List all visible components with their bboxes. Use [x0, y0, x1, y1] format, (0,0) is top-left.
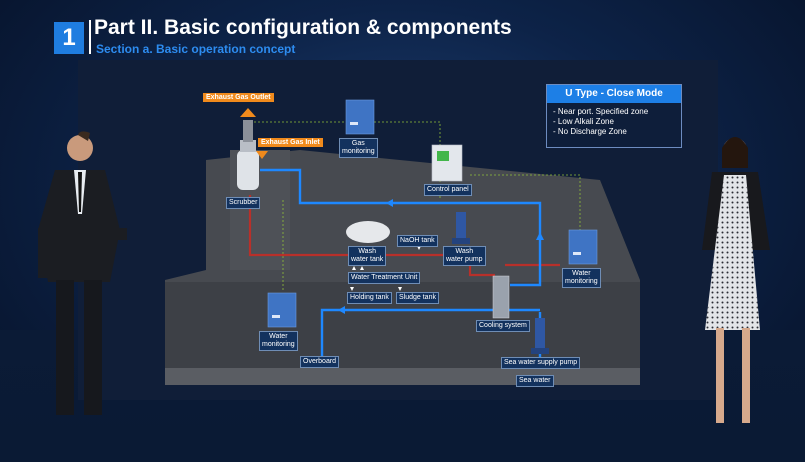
- mode-info-box: U Type - Close Mode - Near port. Specifi…: [546, 84, 682, 148]
- mode-title: U Type - Close Mode: [547, 85, 681, 103]
- water-monitoring-right-label: Water monitoring: [562, 268, 601, 288]
- mode-item: - No Discharge Zone: [553, 127, 627, 136]
- water-monitoring-left-label: Water monitoring: [259, 331, 298, 351]
- holding-tank-label: Holding tank: [347, 292, 392, 304]
- sludge-tank-label: Sludge tank: [396, 292, 439, 304]
- sea-water-label: Sea water: [516, 375, 554, 387]
- naoh-tank-label: NaOH tank: [397, 235, 438, 247]
- water-treatment-unit-label: Water Treatment Unit: [348, 272, 421, 284]
- cooling-system-unit: [492, 275, 510, 319]
- mode-item: - Near port. Specified zone: [553, 107, 649, 116]
- gas-monitoring-label: Gas monitoring: [339, 138, 378, 158]
- overboard-label: Overboard: [300, 356, 340, 368]
- section-number-badge: 1: [54, 22, 84, 54]
- gas-monitor-device: [345, 99, 375, 135]
- control-panel-label: Control panel: [424, 184, 472, 196]
- exhaust-gas-inlet-label: Exhaust Gas Inlet: [258, 138, 323, 147]
- right-water-monitor-device: [568, 229, 598, 265]
- exhaust-inlet-arrow: [256, 151, 268, 159]
- exhaust-outlet-arrow: [240, 108, 256, 117]
- scrubber-label: Scrubber: [226, 197, 261, 209]
- mode-item: - Low Alkali Zone: [553, 117, 614, 126]
- mode-list: - Near port. Specified zone - Low Alkali…: [553, 107, 681, 137]
- small-arrows: [350, 246, 421, 291]
- wash-water-pump-shape: [452, 212, 470, 244]
- cooling-system-label: Cooling system: [476, 320, 530, 332]
- control-panel-device: [431, 144, 463, 182]
- scrubber-unit: [237, 120, 259, 190]
- wash-water-tank: [346, 221, 390, 243]
- exhaust-gas-outlet-label: Exhaust Gas Outlet: [203, 93, 274, 102]
- sea-water-pump-shape: [531, 318, 549, 354]
- sea-water-supply-pump-label: Sea water supply pump: [501, 357, 581, 369]
- page-title: Part II. Basic configuration & component…: [94, 16, 512, 39]
- page-subtitle: Section a. Basic operation concept: [96, 42, 296, 56]
- female-presenter: [702, 137, 770, 423]
- wash-water-pump-label: Wash water pump: [443, 246, 486, 266]
- sea-bed: [165, 368, 640, 385]
- wash-water-tank-label: Wash water tank: [348, 246, 387, 266]
- left-water-monitor-device: [267, 292, 297, 328]
- title-divider: [89, 20, 91, 54]
- male-presenter: [38, 131, 127, 415]
- flow-arrows: [338, 199, 544, 314]
